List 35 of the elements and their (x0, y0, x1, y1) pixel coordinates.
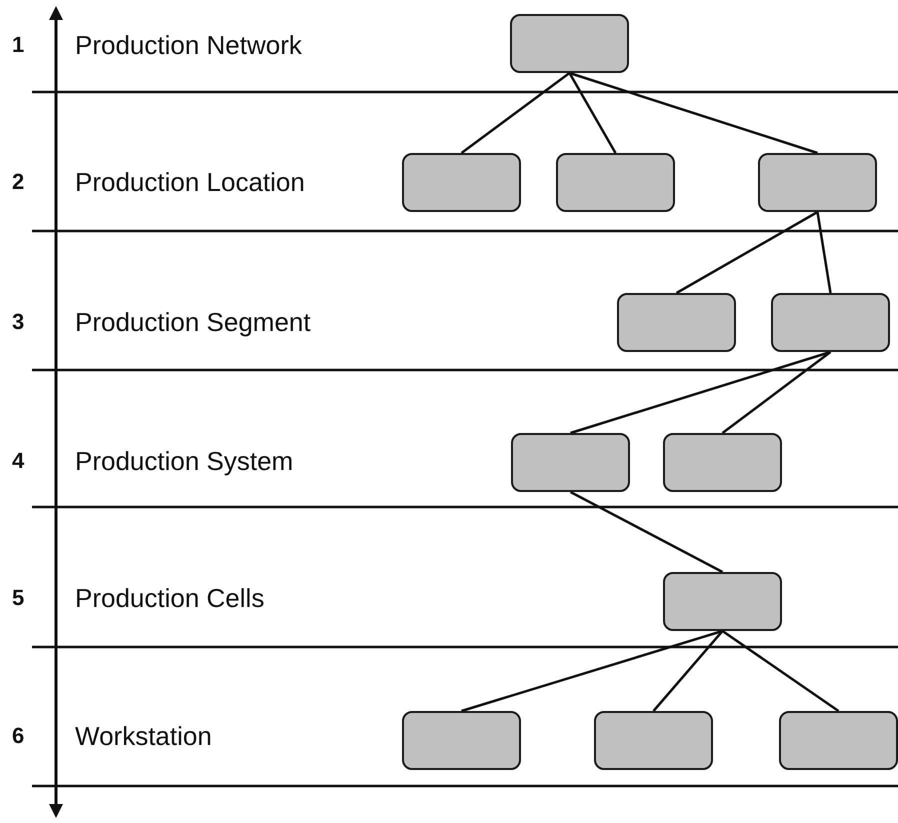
hierarchy-box (510, 14, 629, 73)
connector-line (460, 72, 570, 154)
connector-line (722, 351, 832, 434)
connector-line (816, 212, 832, 294)
level-number: 5 (12, 587, 24, 609)
level-label: Workstation (75, 723, 212, 749)
hierarchy-box (402, 711, 521, 770)
connector-line (570, 490, 724, 574)
level-number: 6 (12, 725, 24, 747)
hierarchy-box (594, 711, 713, 770)
level-label: Production Network (75, 32, 302, 58)
hierarchy-box (663, 572, 782, 631)
hierarchy-box (617, 293, 736, 352)
connector-line (461, 630, 723, 712)
level-number: 1 (12, 34, 24, 56)
hierarchy-box (771, 293, 890, 352)
connector-line (652, 630, 724, 712)
connector-line (676, 210, 818, 294)
connector-line (570, 350, 831, 434)
hierarchy-box (556, 153, 675, 212)
level-label: Production Segment (75, 309, 311, 335)
level-number: 3 (12, 311, 24, 333)
level-label: Production Location (75, 169, 305, 195)
connector-line (722, 630, 840, 712)
hierarchy-box (663, 433, 782, 492)
level-number: 2 (12, 171, 24, 193)
level-number: 4 (12, 450, 24, 472)
hierarchy-box (758, 153, 877, 212)
connector-line (569, 72, 818, 154)
level-label: Production System (75, 448, 294, 474)
hierarchy-box (511, 433, 630, 492)
connector-line (568, 72, 617, 154)
hierarchy-box (779, 711, 898, 770)
hierarchy-box (402, 153, 521, 212)
level-label: Production Cells (75, 585, 264, 611)
